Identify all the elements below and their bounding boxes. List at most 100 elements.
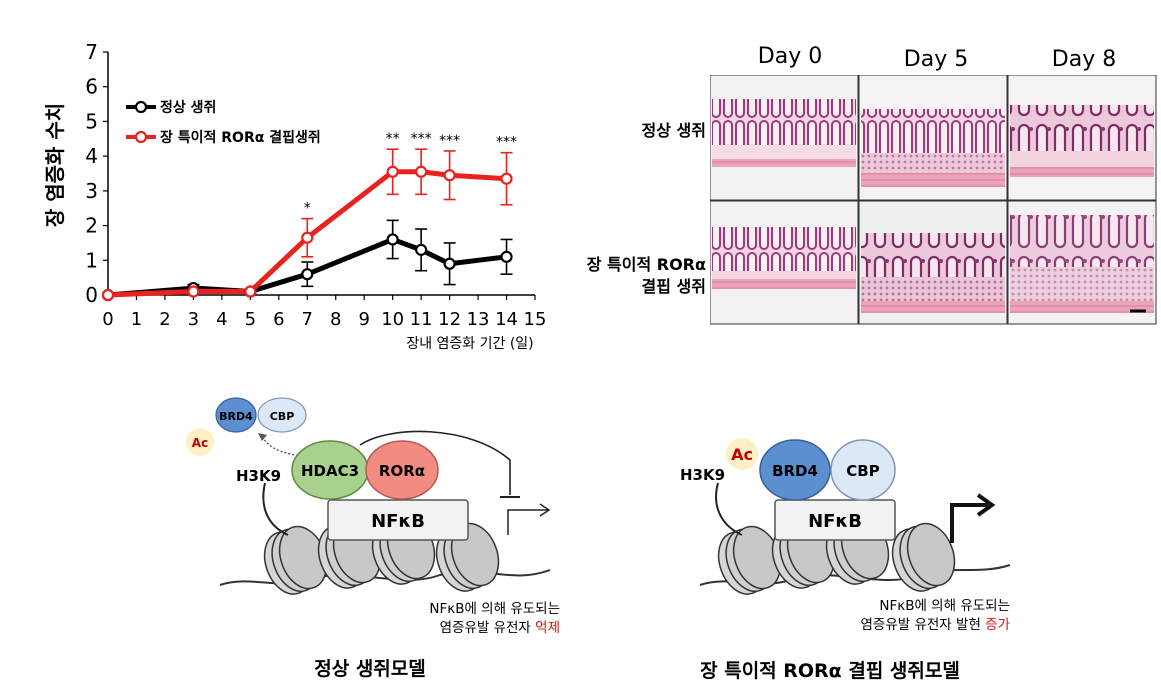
data-point-1 — [187, 285, 200, 298]
x-tick-label: 10 — [381, 309, 404, 330]
x-tick-label: 7 — [302, 309, 313, 330]
ko-caption-highlight: 증가 — [985, 617, 1010, 633]
histology-normal-day0 — [710, 75, 859, 201]
histology-ko-day8 — [1007, 200, 1157, 325]
significance-marker: * — [304, 201, 311, 217]
histology-normal-day5 — [858, 75, 1008, 201]
legend-marker-normal — [134, 100, 148, 114]
data-point-0 — [386, 233, 399, 246]
normal-caption-line1: NFκB에 의해 유도되는 — [429, 601, 560, 617]
significance-marker: ** — [386, 131, 400, 147]
data-point-0 — [415, 243, 428, 256]
x-tick-label: 13 — [467, 309, 490, 330]
cbp-protein — [257, 397, 307, 433]
day-label-8: Day 8 — [1051, 47, 1117, 72]
dissociation-arrowhead — [258, 433, 267, 441]
cbp-label: CBP — [270, 410, 295, 423]
histology-ko-day0 — [710, 200, 859, 325]
ko-caption-line2: 염증유발 유전자 발현 증가 — [770, 616, 1011, 635]
x-tick-label: 14 — [495, 309, 518, 330]
data-point-1 — [101, 288, 115, 302]
x-tick-label: 9 — [358, 309, 369, 330]
y-tick-label: 0 — [85, 283, 98, 307]
ko-nfkb-label: NFκB — [808, 511, 862, 532]
legend-label-normal: 정상 생쥐 — [160, 99, 216, 116]
rora-protein — [365, 440, 439, 500]
normal-model-caption: NFκB에 의해 유도되는 염증유발 유전자 억제 — [320, 600, 560, 638]
ko-h3k9-tail — [715, 482, 743, 536]
ko-h3k9-label: H3K9 — [680, 466, 725, 484]
y-tick-label: 1 — [85, 248, 98, 272]
legend-label-ko: 장 특이적 RORα 결핍생쥐 — [160, 129, 321, 146]
ko-caption-line1: NFκB에 의해 유도되는 — [879, 598, 1010, 614]
day-label-0: Day 0 — [757, 44, 823, 69]
ac-label: Ac — [192, 436, 208, 450]
ko-caption-prefix: 염증유발 유전자 발현 — [860, 617, 986, 633]
h3k9-label: H3K9 — [236, 467, 281, 485]
histology-image-grid — [710, 75, 1157, 325]
hdac3-label: HDAC3 — [301, 462, 359, 480]
histology-normal-day8 — [1007, 75, 1157, 201]
ko-nfkb-box — [774, 499, 896, 541]
x-tick-label: 3 — [188, 309, 199, 330]
data-point-1 — [443, 169, 456, 182]
x-tick-label: 6 — [273, 309, 284, 330]
x-tick-label: 12 — [438, 309, 461, 330]
histo-row-label-ko-line2: 결핍 생쥐 — [641, 277, 706, 296]
x-tick-label: 11 — [410, 309, 433, 330]
data-point-1 — [500, 172, 513, 185]
y-tick-label: 5 — [85, 109, 98, 133]
x-tick-label: 1 — [131, 309, 142, 330]
data-point-1 — [301, 231, 314, 244]
histology-ko-day5 — [858, 200, 1008, 325]
y-tick-label: 7 — [85, 40, 98, 64]
x-tick-label: 5 — [245, 309, 256, 330]
chart-legend: 정상 생쥐 장 특이적 RORα 결핍생쥐 — [126, 99, 321, 146]
nfkb-box — [327, 499, 469, 541]
h3k9-tail — [262, 482, 289, 536]
y-tick-label: 4 — [85, 144, 98, 168]
y-tick-label: 2 — [85, 214, 98, 238]
ko-cbp-protein — [830, 439, 896, 501]
data-point-0 — [443, 257, 456, 270]
y-axis-label: 장 염증화 수치 — [43, 103, 67, 227]
x-axis-label: 장내 염증화 기간 (일) — [406, 336, 533, 352]
legend-marker-ko — [134, 130, 148, 144]
ko-ac-bubble — [726, 438, 758, 470]
normal-model-diagram: H3K9 Ac BRD4 CBP NFκB HDAC3 RORα — [186, 397, 551, 595]
y-tick-label: 6 — [85, 75, 98, 99]
x-tick-label: 4 — [216, 309, 227, 330]
ko-brd4-protein — [759, 439, 831, 501]
ko-cbp-label: CBP — [846, 462, 879, 480]
normal-caption-prefix: 염증유발 유전자 — [439, 620, 536, 636]
significance-marker: *** — [496, 135, 517, 151]
brd4-protein — [215, 397, 257, 433]
histo-row-label-normal: 정상 생쥐 — [641, 121, 706, 140]
data-point-1 — [386, 165, 399, 178]
data-point-1 — [244, 285, 257, 298]
ac-bubble — [186, 428, 214, 456]
ko-activation-arrow — [950, 503, 988, 543]
ko-model-title: 장 특이적 RORα 결핍 생쥐모델 — [700, 660, 960, 682]
x-tick-label: 2 — [159, 309, 170, 330]
promoter-arrowhead — [539, 503, 551, 517]
significance-marker: *** — [439, 133, 460, 149]
y-tick-label: 3 — [85, 179, 98, 203]
ko-brd4-label: BRD4 — [772, 462, 818, 480]
x-tick-label: 0 — [102, 309, 113, 330]
brd4-label: BRD4 — [219, 410, 253, 423]
dna-strand — [219, 569, 551, 586]
normal-caption-line2: 염증유발 유전자 억제 — [320, 619, 560, 638]
ko-model-caption: NFκB에 의해 유도되는 염증유발 유전자 발현 증가 — [770, 597, 1011, 635]
day-label-5: Day 5 — [903, 47, 969, 72]
ko-model-diagram: H3K9 Ac NFκB BRD4 CBP — [680, 438, 1011, 595]
histo-row-label-ko: 장 특이적 RORα 결핍 생쥐 — [540, 254, 706, 298]
repression-line — [359, 430, 511, 495]
rora-label: RORα — [379, 462, 425, 480]
data-point-0 — [500, 250, 513, 263]
normal-model-title: 정상 생쥐모델 — [314, 658, 426, 680]
x-tick-label: 15 — [524, 309, 547, 330]
data-point-0 — [301, 268, 314, 281]
data-point-1 — [415, 165, 428, 178]
